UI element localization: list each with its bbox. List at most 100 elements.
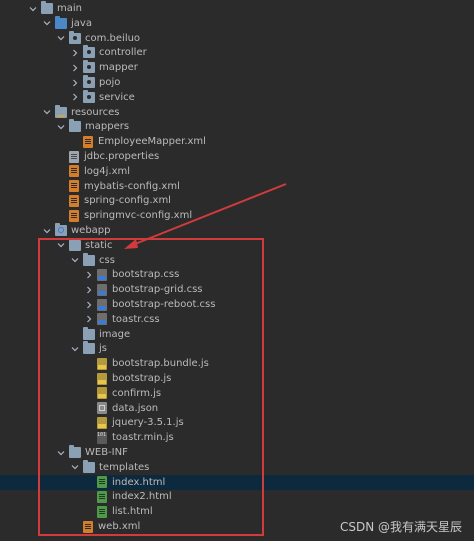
tree-item-label: bootstrap-reboot.css <box>112 299 216 310</box>
chevron-right-icon[interactable] <box>70 78 80 88</box>
tree-item[interactable]: pojo <box>0 75 474 90</box>
tree-item[interactable]: image <box>0 326 474 342</box>
tree-item[interactable]: mapper <box>0 60 474 75</box>
html-file-icon <box>97 476 107 489</box>
tree-item[interactable]: index.html <box>0 474 474 490</box>
tree-item[interactable]: webapp <box>0 223 474 238</box>
tree-item[interactable]: toastr.css <box>0 312 474 327</box>
tree-item-label: log4j.xml <box>84 165 131 177</box>
package-icon <box>83 75 95 88</box>
tree-item[interactable]: bootstrap.js <box>0 371 474 386</box>
xml-file-icon <box>69 165 79 178</box>
package-icon <box>83 45 95 59</box>
tree-item-label: image <box>99 328 131 340</box>
js-file-icon <box>97 372 107 385</box>
chevron-spacer <box>70 137 80 147</box>
tree-item[interactable]: bootstrap.bundle.js <box>0 356 474 371</box>
tree-item[interactable]: jdbc.properties <box>0 149 474 164</box>
tree-item[interactable]: WEB-INF <box>0 445 474 460</box>
tree-item[interactable]: index2.html <box>0 489 474 504</box>
min-js-file-icon <box>97 431 107 444</box>
tree-item-label: jdbc.properties <box>84 151 160 162</box>
html-file-icon <box>97 490 107 503</box>
chevron-right-icon[interactable] <box>70 63 80 73</box>
tree-item[interactable]: confirm.js <box>0 386 474 401</box>
folder-icon <box>69 119 81 133</box>
tree-item[interactable]: mybatis-config.xml <box>0 179 474 194</box>
xml-file-icon <box>69 194 79 207</box>
tree-item-label: java <box>71 17 92 29</box>
tree-item[interactable]: web.xml <box>0 519 474 534</box>
chevron-right-icon[interactable] <box>84 285 94 295</box>
tree-item[interactable]: templates <box>0 459 474 475</box>
chevron-down-icon[interactable] <box>70 462 80 472</box>
tree-item[interactable]: toastr.min.js <box>0 430 474 445</box>
tree-item-label: mapper <box>99 62 138 74</box>
tree-item[interactable]: com.beiluo <box>0 30 474 46</box>
css-file-icon <box>97 268 107 281</box>
tree-item[interactable]: css <box>0 252 474 268</box>
xml-file-icon <box>83 520 93 533</box>
tree-item-label: WEB-INF <box>85 447 128 458</box>
source-folder-icon <box>55 15 67 29</box>
chevron-spacer <box>56 211 66 221</box>
tree-item[interactable]: list.html <box>0 504 474 519</box>
tree-item[interactable]: main <box>0 1 474 16</box>
chevron-right-icon[interactable] <box>84 270 94 280</box>
tree-item-label: toastr.min.js <box>112 432 174 444</box>
folder-icon <box>83 341 95 355</box>
css-file-icon <box>97 313 107 326</box>
tree-item[interactable]: resources <box>0 104 474 120</box>
tree-item-label: js <box>99 343 107 355</box>
tree-item[interactable]: js <box>0 341 474 356</box>
tree-item-label: bootstrap.bundle.js <box>112 358 209 370</box>
tree-item-label: bootstrap.js <box>112 373 172 384</box>
tree-item-label: bootstrap.css <box>112 269 180 281</box>
xml-file-icon <box>83 135 93 148</box>
chevron-down-icon[interactable] <box>56 33 66 43</box>
tree-item-label: webapp <box>71 225 111 236</box>
chevron-down-icon[interactable] <box>28 4 38 14</box>
tree-item[interactable]: java <box>0 15 474 31</box>
tree-item[interactable]: service <box>0 89 474 105</box>
xml-file-icon <box>69 209 79 222</box>
folder-icon <box>83 459 95 473</box>
tree-item[interactable]: mappers <box>0 119 474 134</box>
json-file-icon <box>97 402 107 415</box>
tree-item[interactable]: spring-config.xml <box>0 193 474 208</box>
tree-item-label: templates <box>99 461 150 473</box>
tree-item[interactable]: log4j.xml <box>0 164 474 179</box>
tree-item-label: css <box>99 254 115 266</box>
tree-item[interactable]: bootstrap-reboot.css <box>0 297 474 312</box>
chevron-right-icon[interactable] <box>70 92 80 102</box>
package-icon <box>83 60 95 74</box>
chevron-down-icon[interactable] <box>70 344 80 354</box>
tree-item[interactable]: controller <box>0 45 474 60</box>
tree-item-label: data.json <box>112 402 159 414</box>
properties-file-icon <box>69 150 79 163</box>
tree-item[interactable]: jquery-3.5.1.js <box>0 415 474 430</box>
chevron-down-icon[interactable] <box>42 107 52 117</box>
tree-item-label: index2.html <box>112 491 172 503</box>
tree-item[interactable]: data.json <box>0 401 474 416</box>
chevron-down-icon[interactable] <box>56 448 66 458</box>
tree-item-label: mybatis-config.xml <box>84 180 180 192</box>
chevron-down-icon[interactable] <box>56 240 66 250</box>
chevron-down-icon[interactable] <box>70 255 80 265</box>
tree-item[interactable]: bootstrap-grid.css <box>0 282 474 297</box>
chevron-right-icon[interactable] <box>84 300 94 310</box>
tree-item-label: confirm.js <box>112 387 162 399</box>
chevron-spacer <box>56 166 66 176</box>
html-file-icon <box>97 505 107 518</box>
web-folder-icon <box>55 223 67 236</box>
js-file-icon <box>97 387 107 400</box>
chevron-right-icon[interactable] <box>84 314 94 324</box>
tree-item[interactable]: EmployeeMapper.xml <box>0 134 474 149</box>
chevron-down-icon[interactable] <box>56 122 66 132</box>
chevron-down-icon[interactable] <box>42 226 52 236</box>
tree-item[interactable]: springmvc-config.xml <box>0 208 474 223</box>
watermark: CSDN @我有满天星辰 <box>339 520 462 534</box>
tree-item[interactable]: bootstrap.css <box>0 267 474 282</box>
chevron-right-icon[interactable] <box>70 48 80 58</box>
chevron-down-icon[interactable] <box>42 18 52 28</box>
